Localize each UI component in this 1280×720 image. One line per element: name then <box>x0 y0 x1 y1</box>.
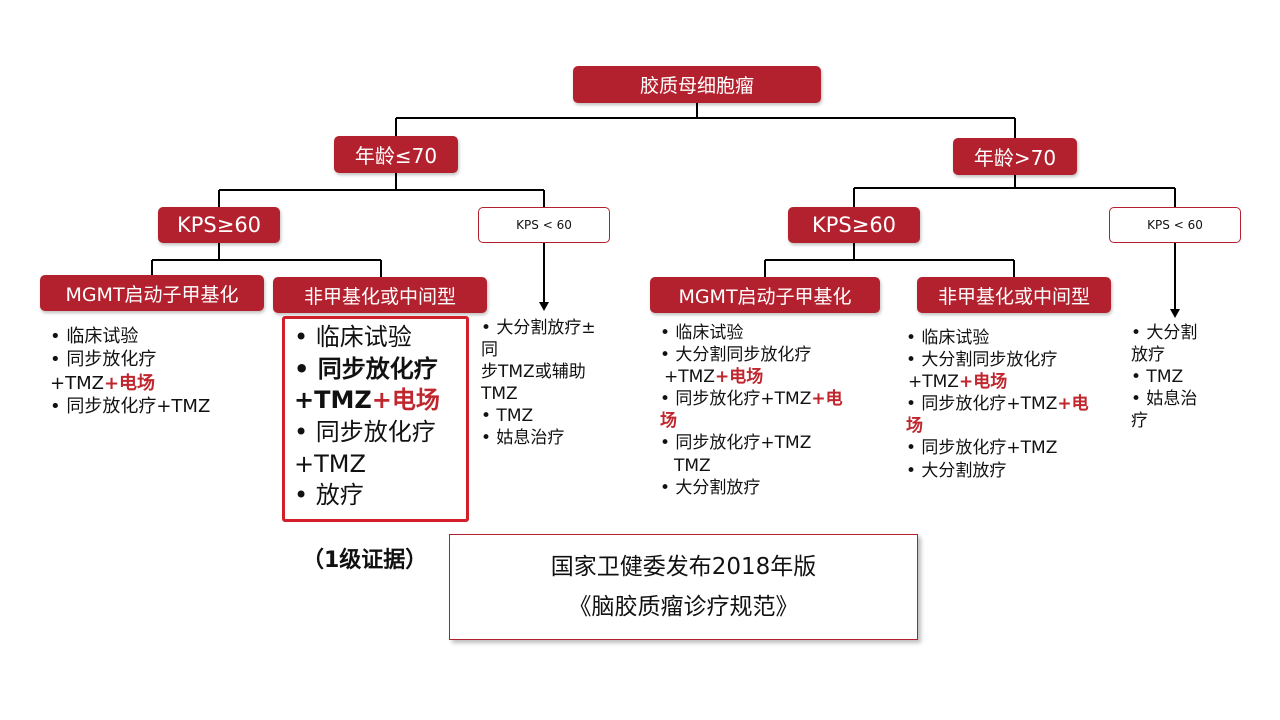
list-item: • 同步放化疗 <box>294 354 438 383</box>
kps-lt-60-right-node: KPS < 60 <box>1109 207 1241 243</box>
list-item: • TMZ <box>481 406 534 427</box>
list-item: • 临床试验 <box>906 328 990 348</box>
list-item: 疗 <box>1131 411 1148 432</box>
mgmt-methylated-right-node: MGMT启动子甲基化 <box>650 277 880 313</box>
treatment-list-kps-low-left: • 大分割放疗± 同 步TMZ或辅助 TMZ • TMZ • 姑息治疗 <box>481 317 596 450</box>
list-item: • 临床试验 <box>50 326 139 347</box>
list-item: • 临床试验 <box>294 323 412 351</box>
list-item: • 大分割放疗 <box>906 460 1007 481</box>
source-line-1: 国家卫健委发布2018年版 <box>550 553 817 580</box>
kps-ge-60-right-node: KPS≥60 <box>788 207 920 243</box>
evidence-level-label: （1级证据） <box>302 548 428 573</box>
list-item: TMZ <box>674 455 711 476</box>
list-item-text: +TMZ <box>294 386 372 415</box>
list-item-text: +TMZ <box>50 372 104 394</box>
list-item: • 同步放化疗 <box>294 418 436 447</box>
list-item: • 同步放化疗+TMZ <box>906 438 1058 459</box>
treatment-list-mgmt-right: • 临床试验 • 大分割同步放化疗 +TMZ+电场 • 同步放化疗+TMZ+电 … <box>660 322 843 499</box>
list-item: 场 <box>660 411 677 432</box>
treatment-list-unmethylated-left: • 临床试验 • 同步放化疗 +TMZ+电场 • 同步放化疗 +TMZ • 放疗 <box>294 322 440 512</box>
list-item: 场 <box>906 416 923 437</box>
list-item: • 同步放化疗+TMZ <box>50 396 211 418</box>
list-item: 步TMZ或辅助 <box>481 362 586 383</box>
list-item: +TMZ+电场 <box>660 366 843 388</box>
list-item-text: +TMZ <box>908 372 959 393</box>
list-item: • 同步放化疗+TMZ+电 <box>906 393 1089 415</box>
list-item-text: • 同步放化疗+TMZ <box>906 394 1058 415</box>
list-item: 同 <box>481 340 498 361</box>
source-line-2: 《脑胶质瘤诊疗规范》 <box>568 594 799 620</box>
list-item: • 大分割放疗 <box>660 477 761 498</box>
treatment-list-kps-low-right: • 大分割 放疗 • TMZ • 姑息治 疗 <box>1131 322 1197 432</box>
list-item: • 同步放化疗+TMZ+电 <box>660 388 843 410</box>
tumor-treating-fields-label: +电场 <box>103 372 156 394</box>
kps-lt-60-left-node: KPS < 60 <box>478 207 610 243</box>
tumor-treating-fields-label: +电 <box>811 389 843 410</box>
list-item-text: +TMZ <box>664 367 715 388</box>
list-item: +TMZ <box>294 449 366 478</box>
list-item: • 同步放化疗+TMZ <box>660 433 812 454</box>
list-item: • 姑息治疗 <box>481 428 565 449</box>
list-item-text: • 同步放化疗+TMZ <box>660 389 812 410</box>
age-le-70-node: 年龄≤70 <box>334 136 458 173</box>
treatment-list-mgmt-left: • 临床试验 • 同步放化疗 +TMZ+电场 • 同步放化疗+TMZ <box>50 325 210 419</box>
list-item: • 大分割放疗± <box>481 318 596 338</box>
list-item: • 姑息治 <box>1131 389 1198 410</box>
highlight-box <box>282 316 469 522</box>
list-item: TMZ <box>481 384 518 405</box>
tumor-treating-fields-label: +电场 <box>371 386 440 415</box>
list-item: • 大分割同步放化疗 <box>906 350 1058 371</box>
root-node: 胶质母细胞瘤 <box>573 66 821 103</box>
list-item: +TMZ+电场 <box>50 372 210 395</box>
list-item: +TMZ+电场 <box>294 385 440 417</box>
age-gt-70-node: 年龄>70 <box>953 138 1077 175</box>
kps-ge-60-left-node: KPS≥60 <box>158 207 280 243</box>
list-item: • 放疗 <box>294 481 364 510</box>
mgmt-methylated-left-node: MGMT启动子甲基化 <box>40 275 264 311</box>
list-item: • 大分割同步放化疗 <box>660 345 812 366</box>
treatment-list-unmethylated-right: • 临床试验 • 大分割同步放化疗 +TMZ+电场 • 同步放化疗+TMZ+电 … <box>906 327 1089 482</box>
source-reference-box: 国家卫健委发布2018年版 《脑胶质瘤诊疗规范》 <box>449 534 918 640</box>
tumor-treating-fields-label: +电 <box>1057 394 1089 415</box>
list-item: • 临床试验 <box>660 323 744 343</box>
list-item: +TMZ+电场 <box>906 371 1089 393</box>
unmethylated-left-node: 非甲基化或中间型 <box>273 277 487 313</box>
list-item: • 同步放化疗 <box>50 349 157 371</box>
tumor-treating-fields-label: +电场 <box>958 372 1008 393</box>
unmethylated-right-node: 非甲基化或中间型 <box>917 277 1111 313</box>
list-item: • 大分割 <box>1131 323 1198 343</box>
tumor-treating-fields-label: +电场 <box>714 367 764 388</box>
list-item: • TMZ <box>1131 367 1184 388</box>
list-item: 放疗 <box>1131 345 1165 366</box>
